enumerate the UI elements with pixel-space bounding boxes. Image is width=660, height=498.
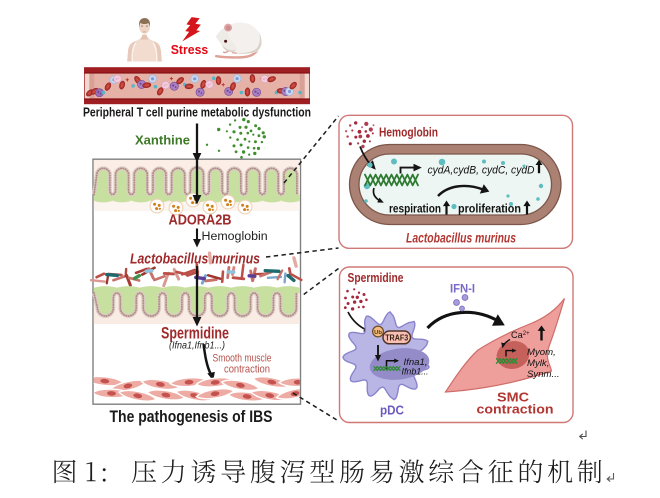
svg-text:Mylk,: Mylk, (527, 358, 549, 369)
svg-text:Ca2+: Ca2+ (511, 330, 530, 340)
svg-text:Lactobacillus murinus: Lactobacillus murinus (406, 230, 516, 246)
svg-text:Ifnb1...: Ifnb1... (402, 367, 429, 377)
svg-text:Spermidine: Spermidine (348, 271, 404, 285)
svg-text:ADORA2B: ADORA2B (169, 212, 232, 229)
svg-text:contraction: contraction (224, 364, 270, 376)
svg-text:Xanthine: Xanthine (135, 134, 190, 148)
svg-text:proliferation: proliferation (458, 201, 521, 215)
svg-text:Synm...: Synm... (527, 369, 560, 380)
svg-text:pDC: pDC (380, 403, 404, 418)
svg-text:Smooth muscle: Smooth muscle (213, 353, 272, 365)
svg-text:Stress: Stress (171, 43, 209, 57)
svg-text:cydA,cydB, cydC, cydD: cydA,cydB, cydC, cydD (428, 164, 535, 176)
svg-text:The pathogenesis of IBS: The pathogenesis of IBS (110, 408, 273, 426)
svg-text:SMC: SMC (497, 390, 529, 404)
svg-text:TRAF3: TRAF3 (385, 333, 408, 343)
svg-text:Myom,: Myom, (527, 347, 556, 358)
svg-text:Ub: Ub (374, 330, 382, 336)
svg-text:contraction: contraction (477, 403, 554, 417)
svg-text:respiration: respiration (389, 201, 441, 215)
svg-text:(Ifna1,Ifnb1...): (Ifna1,Ifnb1...) (169, 341, 225, 352)
svg-text:IFN-I: IFN-I (450, 281, 475, 295)
svg-text:Hemoglobin: Hemoglobin (202, 229, 268, 243)
svg-text:Ifna1,: Ifna1, (404, 357, 428, 367)
svg-text:Peripheral T cell purine metab: Peripheral T cell purine metabolic dysfu… (83, 104, 311, 119)
svg-text:Lactobacillus murinus: Lactobacillus murinus (130, 251, 260, 268)
svg-text:Hemoglobin: Hemoglobin (379, 125, 438, 139)
svg-text:Spermidine: Spermidine (161, 325, 229, 343)
